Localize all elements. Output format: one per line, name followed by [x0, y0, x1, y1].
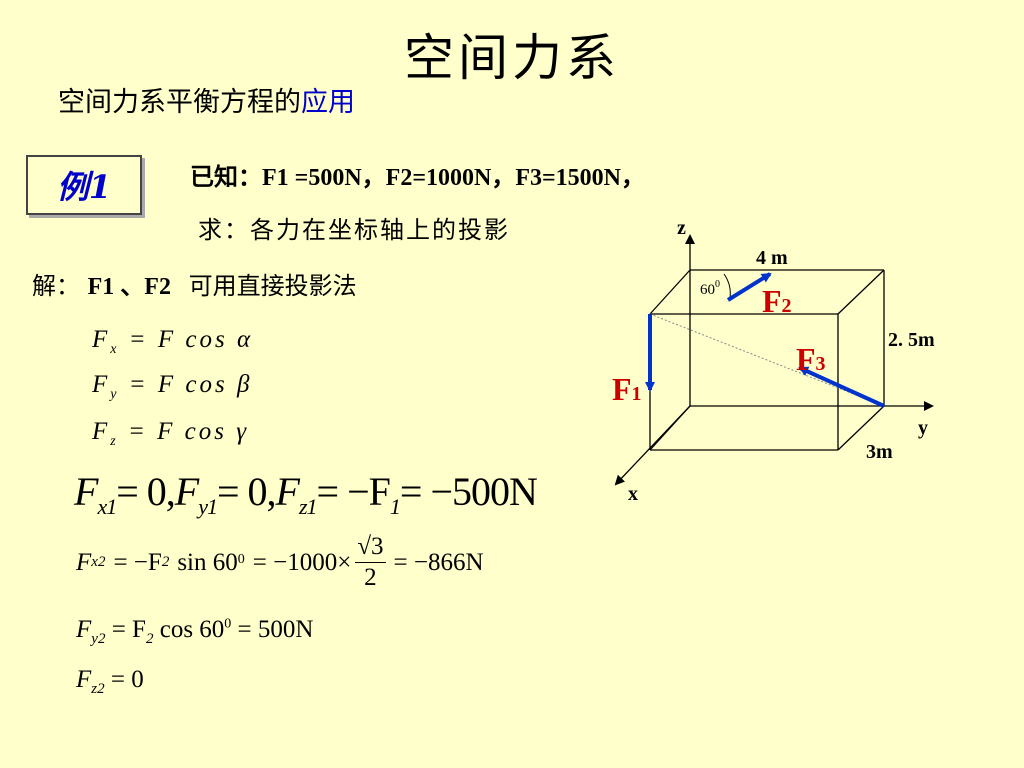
question-statement: 求：各力在坐标轴上的投影: [198, 216, 510, 244]
eq-f2x-func: sin 60: [177, 548, 238, 576]
angle-value: 60: [700, 282, 715, 298]
eq-f2y-lhs: F: [76, 616, 92, 643]
eq-f2x-result: = −866N: [393, 548, 484, 576]
f3-arrow: [798, 366, 885, 408]
example-label: 例1: [56, 168, 112, 206]
x-axis-label: x: [628, 483, 638, 505]
eq-f1-a: F: [74, 469, 98, 514]
formula-fz-lhs: F: [92, 418, 111, 445]
f2-letter: F: [762, 283, 782, 319]
solution-prefix: 解：: [32, 272, 80, 300]
formula-fz-sub: z: [110, 434, 119, 449]
eq-f2y-deg: 0: [224, 616, 232, 632]
dim-4m-label: 4 m: [756, 247, 788, 269]
eq-f2x-sub: x2: [91, 554, 106, 570]
eq-f1-result: = −500N: [399, 469, 538, 514]
formula-fx-sub: x: [110, 342, 120, 357]
eq-f2x-deg: 0: [237, 552, 245, 567]
formula-fx: Fx = F cos α: [92, 326, 253, 358]
eq-f2z-result: = 0: [110, 666, 144, 693]
dim-25m-label: 2. 5m: [888, 329, 935, 351]
box-top-right: [837, 269, 885, 315]
example-label-box: 例1: [26, 155, 142, 215]
eq-f2x-den: 2: [364, 564, 377, 591]
eq-f1-c-sub: z1: [298, 494, 318, 519]
f3-label: F3: [796, 341, 826, 377]
formula-fy-lhs: F: [92, 371, 111, 398]
eq-f2x-fraction: √3 2: [355, 532, 386, 593]
eq-f2z-sub: z2: [91, 681, 105, 697]
f3-subscript: 3: [816, 353, 826, 375]
y-axis-label: y: [918, 417, 928, 439]
subtitle-prefix: 空间力系平衡方程的: [58, 87, 301, 118]
eq-f2x-expr: = −F: [113, 548, 162, 576]
eq-f2y-result: = 500N: [237, 616, 314, 643]
eq-f1-b-sub: y1: [198, 494, 218, 519]
f3-letter: F: [796, 341, 816, 377]
f2-label: F2: [762, 283, 792, 319]
eq-f1-d-sub: 1: [389, 494, 401, 519]
z-axis-label: z: [677, 217, 686, 239]
f1-subscript: 1: [632, 383, 642, 405]
box-bottom-right: [837, 405, 885, 451]
eq-f2y-sub: y2: [91, 631, 106, 647]
eq-f2x-num: √3: [355, 532, 386, 563]
box-top-left: [649, 269, 691, 315]
angle-arc: [723, 273, 731, 299]
solution-forces: F1 、F2: [87, 274, 171, 300]
eq-f2x-lhs: F: [76, 548, 92, 576]
subtitle-highlight: 应用: [301, 87, 355, 118]
eq-f2x-fsub: 2: [161, 554, 170, 570]
solution-line: 解： F1 、F2 可用直接投影法: [32, 266, 357, 301]
formula-fz: Fz = F cos γ: [92, 418, 249, 450]
f1-letter: F: [612, 371, 632, 407]
eq-f1-c: F: [275, 469, 300, 514]
eq-f2y-func: cos 60: [159, 616, 225, 643]
formula-fx-lhs: F: [92, 326, 111, 353]
eq-f2y-expr: = F: [111, 616, 146, 643]
solution-method: 可用直接投影法: [188, 272, 357, 300]
diagonal-line: [649, 313, 885, 407]
formula-fy: Fy = F cos β: [92, 371, 252, 403]
formula-fy-sub: y: [110, 387, 120, 402]
equation-f2z: Fz2 = 0: [76, 666, 144, 698]
eq-f1-b-val: = 0,: [216, 469, 277, 514]
equation-f2y: Fy2 = F2 cos 600 = 500N: [76, 616, 313, 648]
eq-f1-b: F: [174, 469, 199, 514]
subtitle: 空间力系平衡方程的应用: [58, 80, 355, 119]
eq-f2x-mid: = −1000×: [252, 548, 352, 576]
f2-subscript: 2: [782, 295, 792, 317]
angle-degree: 0: [715, 279, 720, 290]
f1-label: F1: [612, 371, 642, 407]
f2-arrow: [726, 272, 772, 302]
equation-f1: Fx1= 0,Fy1= 0,Fz1= −F1= −500N: [74, 468, 538, 520]
eq-f2z-lhs: F: [76, 666, 92, 693]
dim-3m-label: 3m: [866, 441, 893, 463]
formula-fy-rhs: = F cos β: [128, 371, 253, 398]
angle-label: 600: [700, 279, 720, 298]
formula-fx-rhs: = F cos α: [128, 326, 254, 353]
eq-f1-a-sub: x1: [97, 494, 117, 519]
eq-f2y-fsub: 2: [145, 631, 154, 647]
eq-f1-c-val: = −F: [316, 469, 391, 514]
eq-f1-a-val: = 0,: [116, 469, 176, 514]
x-axis: [614, 405, 691, 486]
page-title: 空间力系: [404, 29, 620, 87]
formula-fz-rhs: = F cos γ: [127, 418, 250, 445]
known-statement: 已知：F1 =500N，F2=1000N，F3=1500N，: [190, 165, 646, 191]
